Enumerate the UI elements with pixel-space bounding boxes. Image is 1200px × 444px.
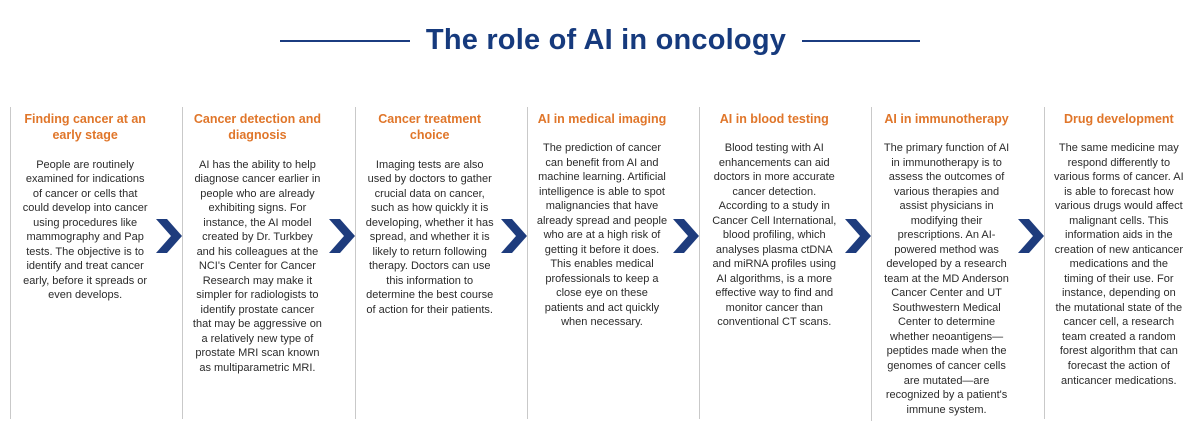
card-body: AI has the ability to help diagnose canc… <box>192 158 322 374</box>
arrow-right-icon <box>156 219 183 253</box>
title-rule-left <box>279 39 410 42</box>
card-drug-development: Drug development The same medicine may r… <box>1043 107 1190 419</box>
card-body: The same medicine may respond differentl… <box>1054 142 1184 387</box>
card-treatment-choice: Cancer treatment choice Imaging tests ar… <box>354 107 501 419</box>
card-heading: Cancer detection and diagnosis <box>193 112 321 143</box>
page-title: The role of AI in oncology <box>425 24 787 56</box>
title-rule-right <box>802 39 921 42</box>
card-heading: AI in medical imaging <box>537 112 667 126</box>
card-body: People are routinely examined for indica… <box>22 158 148 302</box>
card-medical-imaging: AI in medical imaging The prediction of … <box>526 107 673 419</box>
card-body: Imaging tests are also used by doctors t… <box>365 158 494 316</box>
arrow-right-icon <box>1017 219 1044 253</box>
arrow-right-icon <box>500 219 527 253</box>
title-row: The role of AI in oncology <box>10 24 1190 57</box>
card-early-stage: Finding cancer at an early stage People … <box>10 107 156 419</box>
card-heading: AI in immunotherapy <box>884 112 1009 126</box>
card-blood-testing: AI in blood testing Blood testing with A… <box>699 107 845 419</box>
card-heading: Drug development <box>1063 112 1174 126</box>
cards-row: Finding cancer at an early stage People … <box>10 107 1190 422</box>
card-body: Blood testing with AI enhancements can a… <box>712 142 837 329</box>
card-body: The prediction of cancer can benefit fro… <box>536 142 668 329</box>
card-immunotherapy: AI in immunotherapy The primary function… <box>871 107 1017 422</box>
arrow-right-icon <box>328 219 355 253</box>
card-heading: Cancer treatment choice <box>378 112 482 143</box>
arrow-right-icon <box>845 219 872 253</box>
card-detection-diagnosis: Cancer detection and diagnosis AI has th… <box>182 107 328 419</box>
card-heading: Finding cancer at an early stage <box>24 112 146 143</box>
arrow-right-icon <box>673 219 700 253</box>
card-heading: AI in blood testing <box>719 112 829 126</box>
card-body: The primary function of AI in immunother… <box>883 142 1010 416</box>
